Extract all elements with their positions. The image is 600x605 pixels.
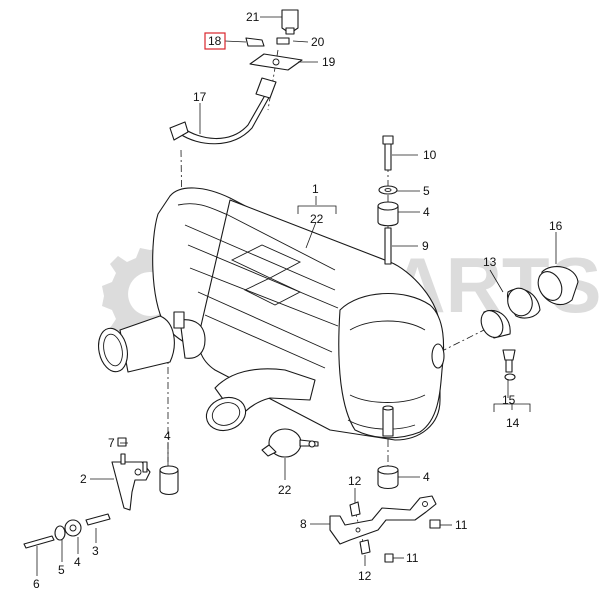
callout-21: 21 <box>246 10 260 24</box>
sensor-line-group <box>169 9 303 145</box>
gasket-18 <box>245 37 265 47</box>
bracket-19 <box>249 53 303 71</box>
bracket-group-left <box>23 437 179 549</box>
bracket-8 <box>329 495 437 545</box>
inlet-pipe-left <box>119 315 175 373</box>
callout-9: 9 <box>422 239 429 253</box>
tailpipe-group <box>480 266 579 381</box>
callout-22-sensor: 22 <box>278 483 292 497</box>
pin-3 <box>85 513 111 526</box>
callout-18-highlight <box>204 32 226 50</box>
callout-4-right: 4 <box>423 470 430 484</box>
callout-13: 13 <box>483 255 497 269</box>
callout-12-upper: 12 <box>348 474 362 488</box>
callout-5-bottom: 5 <box>58 563 65 577</box>
callout-20: 20 <box>311 35 325 49</box>
callout-15: 15 <box>502 393 516 407</box>
callout-3: 3 <box>92 544 99 558</box>
callout-7: 7 <box>108 436 115 450</box>
seal-20 <box>276 37 290 45</box>
callout-11-upper: 11 <box>455 518 468 532</box>
callout-17: 17 <box>193 90 207 104</box>
callout-16: 16 <box>549 219 563 233</box>
leader-lines <box>36 16 557 576</box>
muffler-right-endcap <box>338 292 445 439</box>
callout-11-lower: 11 <box>406 551 419 565</box>
callout-8: 8 <box>300 517 307 531</box>
callout-12-lower: 12 <box>358 569 372 583</box>
callout-4-bottom: 4 <box>74 555 81 569</box>
bolt-6 <box>23 535 55 549</box>
callout-18: 18 <box>208 34 222 48</box>
sensor-line-tube <box>179 89 273 145</box>
callout-22-top: 22 <box>310 212 324 226</box>
callout-4-left: 4 <box>164 429 171 443</box>
callout-10: 10 <box>423 148 437 162</box>
callout-1: 1 <box>312 182 319 196</box>
sensor-22 <box>261 428 319 458</box>
callout-6: 6 <box>33 577 40 591</box>
bracket-group-right <box>329 465 441 563</box>
callout-4-top: 4 <box>423 205 430 219</box>
callout-2: 2 <box>80 472 87 486</box>
callout-5-top: 5 <box>423 184 430 198</box>
callout-14: 14 <box>506 416 520 430</box>
muffler-assembly <box>98 187 445 441</box>
mount-stack-right <box>377 135 399 265</box>
callout-19: 19 <box>322 55 336 69</box>
callout-labels: 21 18 20 19 17 1 22 10 5 4 9 13 16 15 14… <box>33 10 563 591</box>
